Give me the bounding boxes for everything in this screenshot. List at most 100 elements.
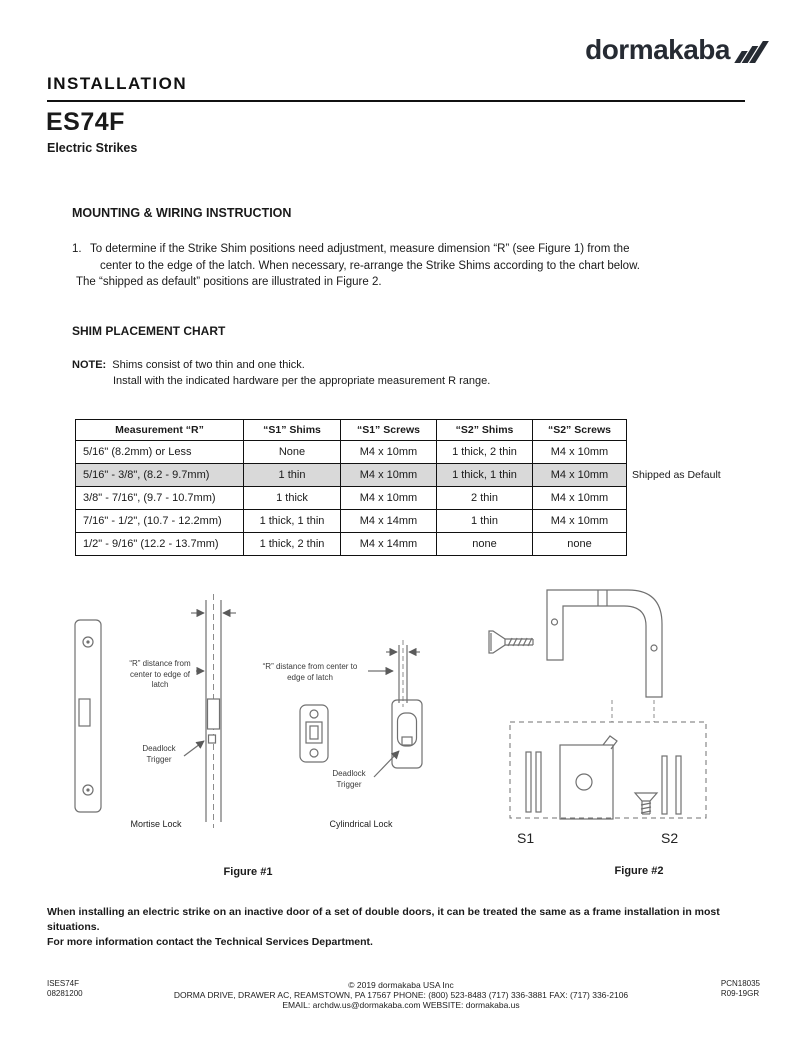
instruction-step-1: 1.To determine if the Strike Shim positi… [72,241,722,291]
screw-hole-icon [309,748,319,758]
note-label: NOTE: [72,359,107,371]
table-row: 7/16" - 1/2", (10.7 - 12.2mm) 1 thick, 1… [75,509,627,533]
double-door-notice: When installing an electric strike on an… [47,905,759,950]
s2-thin-shim [661,755,668,815]
cell-s2-shims: 1 thick, 1 thin [436,463,533,487]
figure2-strike-and-shims [488,589,707,820]
cell-measurement: 5/16" (8.2mm) or Less [75,440,244,464]
mounting-wiring-heading: MOUNTING & WIRING INSTRUCTION [72,206,292,220]
figure2-caption: Figure #2 [614,865,664,877]
cell-s2-shims: none [436,532,533,556]
faceplate-latch-cutout [78,698,91,727]
footer-pcn: PCN18035 [720,979,760,988]
cylindrical-lock-caption: Cylindrical Lock [329,819,393,829]
footer-company-info: © 2019 dormakaba USA Inc DORMA DRIVE, DR… [151,980,651,1010]
footer-copyright: © 2019 dormakaba USA Inc [348,980,454,990]
header-divider [47,100,745,102]
s1-thin-shim [525,751,532,813]
cylindrical-latch-detail [309,725,319,740]
cell-s2-screws: M4 x 10mm [532,463,627,487]
cell-s1-screws: M4 x 14mm [340,532,437,556]
mortise-lock-caption: Mortise Lock [130,819,182,829]
cell-s2-shims: 1 thick, 2 thin [436,440,533,464]
trigger-leader-arrow [183,740,205,757]
cell-measurement: 5/16" - 3/8", (8.2 - 9.7mm) [75,463,244,487]
step-line-3: The “shipped as default” positions are i… [76,276,382,288]
bracket-hole-icon [650,644,658,652]
s1-shim-label: S1 [517,830,535,846]
cell-s1-shims: None [243,440,341,464]
screw-hole-icon [82,784,94,796]
cell-s1-screws: M4 x 10mm [340,440,437,464]
flat-head-screw-icon [633,792,659,802]
cell-s2-screws: M4 x 10mm [532,486,627,510]
dormakaba-logo-text: dormakaba [585,34,730,65]
footer-doc-code: ISES74F [47,979,80,988]
shim-group-dashed-box [509,721,707,819]
notice-line-1: When installing an electric strike on an… [47,906,720,933]
footer-doc-date: 08281200 [47,989,83,998]
step-number: 1. [72,243,82,255]
product-code: ES74F [46,108,125,136]
note-block: NOTE: Shims consist of two thin and one t… [72,357,490,389]
cell-s2-screws: M4 x 10mm [532,509,627,533]
mortise-latch [206,698,221,730]
figure1-caption: Figure #1 [223,866,273,878]
trigger-leader-arrow [373,750,400,778]
col-header-s1-shims: “S1” Shims [243,419,341,441]
note-text-1: Shims consist of two thin and one thick. [112,359,305,371]
table-row: 1/2" - 9/16" (12.2 - 13.7mm) 1 thick, 2 … [75,532,627,556]
screw-hole-icon [82,636,94,648]
figures-illustration [74,589,707,828]
footer-address-phone: DORMA DRIVE, DRAWER AC, REAMSTOWN, PA 17… [173,990,629,1000]
mortise-deadlock-trigger [207,734,217,744]
col-header-s1-screws: “S1” Screws [340,419,437,441]
screw-hole-icon [309,709,319,719]
mortise-r-distance-label: “R” distance from center to edge of latc… [129,659,191,689]
cell-measurement: 7/16" - 1/2", (10.7 - 12.2mm) [75,509,244,533]
dormakaba-logo: dormakaba [585,34,769,65]
shim-placement-chart-heading: SHIM PLACEMENT CHART [72,324,226,338]
dormakaba-logo-mark-icon [734,41,769,63]
cell-s1-screws: M4 x 14mm [340,509,437,533]
cell-s1-shims: 1 thick [243,486,341,510]
note-line-1: NOTE: Shims consist of two thin and one t… [72,357,490,373]
s2-shim-label: S2 [661,830,679,846]
footer-email-website: EMAIL: archdw.us@dormakaba.com WEBSITE: … [282,1000,520,1010]
cell-s2-screws: M4 x 10mm [532,440,627,464]
strike-cutout [396,712,418,747]
cylindrical-deadlock-trigger [401,736,413,746]
step-line-2: center to the edge of the latch. When ne… [100,259,640,272]
section-title: INSTALLATION [47,74,188,93]
mortise-deadlock-trigger-label: Deadlock Trigger [142,744,176,764]
cylindrical-r-distance-label: “R” distance from center to edge of latc… [262,662,358,682]
col-header-measurement: Measurement “R” [75,419,244,441]
shim-placement-table: Measurement “R” “S1” Shims “S1” Screws “… [75,419,627,556]
figure1-cylindrical-lock [299,640,423,778]
cell-s1-shims: 1 thin [243,463,341,487]
step-line-1: 1.To determine if the Strike Shim positi… [72,241,722,258]
cell-s1-screws: M4 x 10mm [340,463,437,487]
table-header-row: Measurement “R” “S1” Shims “S1” Screws “… [75,419,627,441]
cell-s1-shims: 1 thick, 2 thin [243,532,341,556]
strike-plate [391,699,423,769]
cell-measurement: 3/8" - 7/16", (9.7 - 10.7mm) [75,486,244,510]
mortise-faceplate [74,619,102,813]
cell-s2-shims: 1 thin [436,509,533,533]
strike-body-bracket [546,589,663,698]
cell-s2-shims: 2 thin [436,486,533,510]
cylindrical-latch [305,721,323,744]
cell-s1-screws: M4 x 10mm [340,486,437,510]
figure1-mortise-lock [74,594,236,828]
product-subtitle: Electric Strikes [47,141,138,155]
thick-shim-clip [602,735,618,750]
footer-revision-info: PCN18035 R09-19GR [721,979,760,999]
cell-s1-shims: 1 thick, 1 thin [243,509,341,533]
col-header-s2-shims: “S2” Shims [436,419,533,441]
shipped-as-default-label: Shipped as Default [632,469,721,481]
thick-shim-plate [559,744,614,820]
footer-revision: R09-19GR [720,989,760,998]
table-row: 5/16" (8.2mm) or Less None M4 x 10mm 1 t… [75,440,627,464]
footer-document-number: ISES74F 08281200 [47,979,83,999]
